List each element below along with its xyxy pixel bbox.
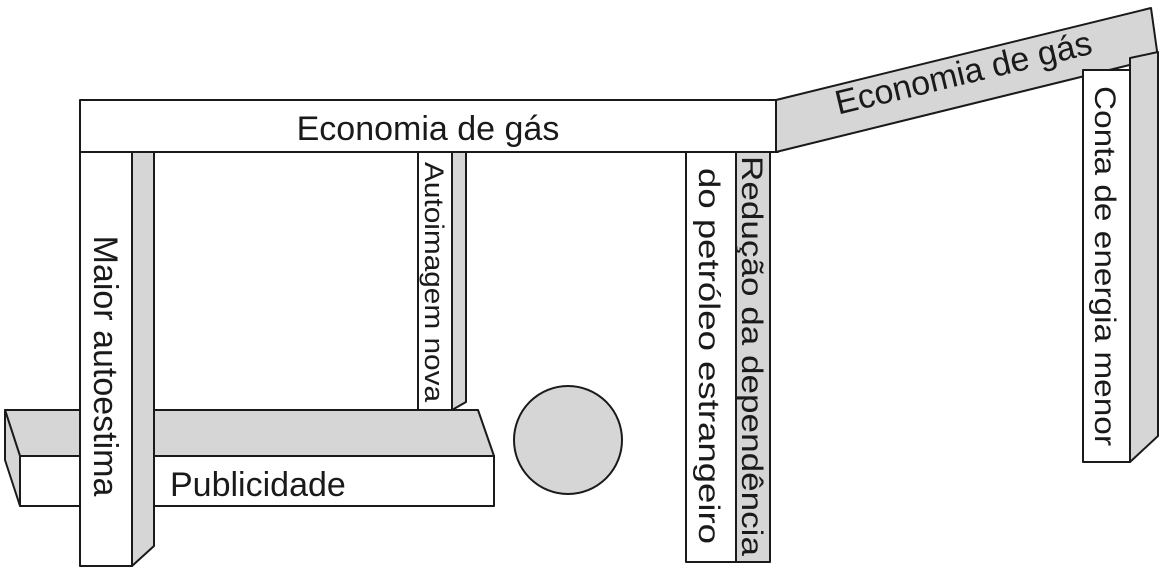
circle-shape [513,385,623,495]
left-pillar-side [131,151,155,567]
right-pillar-side [1129,51,1159,463]
bottom-block-top-face [4,409,495,457]
center-pillar-side [735,151,771,563]
left-pillar-label: Maior autoestima [86,236,124,497]
right-pillar-front [1082,69,1131,463]
right-pillar-label: Conta de energia menor [1088,86,1121,446]
inner-pillar [417,151,467,411]
left-pillar [79,151,155,567]
right-pillar [1082,51,1159,463]
center-pillar [685,151,771,563]
center-pillar-front-label: do petróleo estrangeiro [692,168,725,544]
inner-pillar-side [451,151,467,411]
top-beam-label: Economia de gás [297,110,560,148]
inner-pillar-label: Autoimagem nova [419,162,449,403]
left-pillar-front [79,151,133,567]
center-pillar-front [685,151,737,563]
center-pillar-side-label: Redução da dependência [735,156,768,556]
inner-pillar-front [417,151,453,411]
top-beam [79,99,779,153]
bottom-block-label: Publicidade [170,466,346,504]
